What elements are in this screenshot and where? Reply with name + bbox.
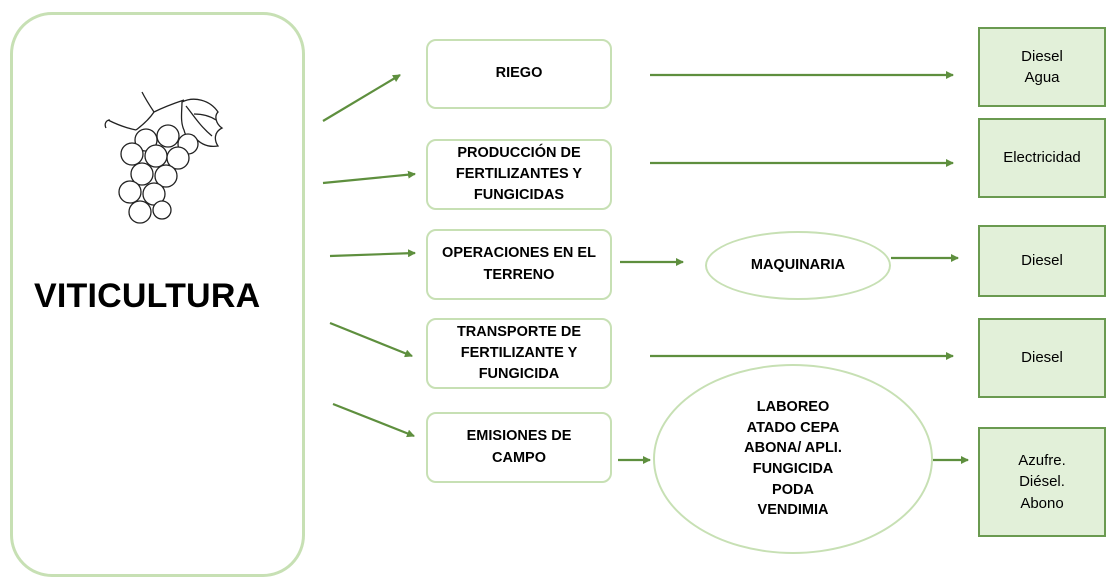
- arrow-main-to-transporte: [329, 321, 413, 358]
- viticultura-container: [10, 12, 305, 577]
- output-transporte: Diesel: [978, 318, 1106, 398]
- process-operaciones-terreno: OPERACIONES EN EL TERRENO: [426, 229, 612, 300]
- output-operaciones: Diesel: [978, 225, 1106, 297]
- process-emisiones-campo: EMISIONES DE CAMPO: [426, 412, 612, 483]
- process-riego: RIEGO: [426, 39, 612, 109]
- output-riego: Diesel Agua: [978, 27, 1106, 107]
- process-transporte: TRANSPORTE DE FERTILIZANTE Y FUNGICIDA: [426, 318, 612, 389]
- arrow-main-to-produccion: [322, 170, 416, 185]
- intermediate-maquinaria: MAQUINARIA: [705, 231, 891, 300]
- process-produccion-fertilizantes: PRODUCCIÓN DE FERTILIZANTES Y FUNGICIDAS: [426, 139, 612, 210]
- viticultura-title: VITICULTURA: [34, 277, 261, 315]
- arrow-main-to-emisiones: [332, 402, 415, 438]
- arrow-main-to-riego: [322, 74, 401, 122]
- intermediate-laboreo: LABOREO ATADO CEPA ABONA/ APLI. FUNGICID…: [653, 364, 933, 554]
- output-emisiones: Azufre. Diésel. Abono: [978, 427, 1106, 537]
- grape-cluster-icon: [104, 91, 224, 224]
- arrow-main-to-operaciones: [329, 249, 416, 258]
- output-produccion: Electricidad: [978, 118, 1106, 198]
